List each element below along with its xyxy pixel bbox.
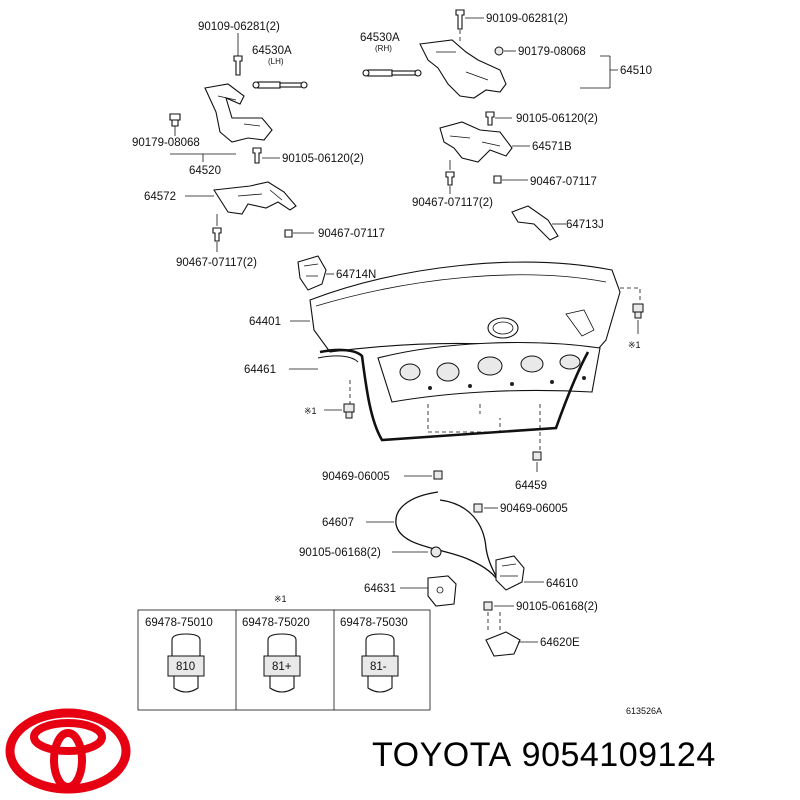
clip-icon <box>493 175 502 184</box>
label-lh: (LH) <box>268 57 284 66</box>
note-1-right: ※1 <box>628 340 641 350</box>
box-part-69478-75010: 69478-75010 <box>145 617 213 629</box>
label-90469-06005-right: 90469-06005 <box>500 503 568 515</box>
lock-assembly-64610 <box>495 555 525 591</box>
clip-icon <box>532 451 542 461</box>
plug-marking-2: 81+ <box>272 661 292 673</box>
trunk-lid-group: 64714N 64401 64461 <box>244 255 644 492</box>
label-64631: 64631 <box>364 583 396 595</box>
bracket-64631 <box>427 575 457 607</box>
gas-strut-lh <box>252 81 308 89</box>
plug-marking-1: 810 <box>176 661 195 673</box>
label-64713j: 64713J <box>566 219 604 231</box>
label-90179-08068-right: 90179-08068 <box>518 46 586 58</box>
box-part-69478-75030: 69478-75030 <box>340 617 408 629</box>
clip-icon <box>284 229 293 238</box>
label-90105-06168-left: 90105-06168(2) <box>299 547 381 559</box>
cushion-plug-2: 81+ <box>263 633 301 693</box>
label-64571b: 64571B <box>532 141 572 153</box>
cushion-icon <box>343 403 355 419</box>
hinge-arm-64520 <box>204 83 273 143</box>
emblem-icon <box>487 317 519 339</box>
brand-name: TOYOTA <box>372 736 512 774</box>
label-64620e: 64620E <box>540 637 580 649</box>
label-64459: 64459 <box>515 480 547 492</box>
label-64401: 64401 <box>249 316 281 328</box>
cushion-icon <box>632 303 644 319</box>
bolt-icon <box>445 171 455 186</box>
label-90469-06005-left: 90469-06005 <box>322 471 390 483</box>
garnish-64713j <box>511 205 559 241</box>
label-64520: 64520 <box>189 165 221 177</box>
label-64714n: 64714N <box>336 269 376 281</box>
label-90109-06281-right: 90109-06281(2) <box>486 13 568 25</box>
label-90179-08068-left: 90179-08068 <box>132 137 200 149</box>
label-64530a-rh: 64530A <box>360 32 400 44</box>
label-90109-06281-left: 90109-06281(2) <box>198 21 280 33</box>
left-hinge-group: 90109-06281(2) 64530A (LH) 90179-08068 6… <box>132 21 385 269</box>
cushion-variants-box: ※1 69478-75010 69478-75020 69478-75030 8… <box>137 594 431 711</box>
box-part-69478-75020: 69478-75020 <box>242 617 310 629</box>
label-64607: 64607 <box>322 517 354 529</box>
gas-strut-rh <box>362 69 422 77</box>
label-90105-06120-right: 90105-06120(2) <box>516 113 598 125</box>
striker-64620e <box>485 631 521 657</box>
pad-64714n <box>297 255 327 291</box>
right-hinge-group: 64530A (RH) 90109-06281(2) 90179-08068 6… <box>360 9 652 241</box>
label-64572: 64572 <box>144 191 176 203</box>
bolt-icon <box>483 601 493 611</box>
bolt-icon <box>212 227 222 242</box>
label-64610: 64610 <box>546 578 578 590</box>
plug-marking-3: 81- <box>370 661 387 673</box>
nut-icon <box>169 113 181 127</box>
nut-icon <box>494 46 504 56</box>
label-64461: 64461 <box>244 364 276 376</box>
lock-cable-group: 90469-06005 64607 90469-06005 90105-0616… <box>299 470 598 657</box>
label-64510: 64510 <box>620 65 652 77</box>
release-cable-64607 <box>395 491 501 585</box>
clip-icon <box>473 503 483 513</box>
inner-panel-holes <box>399 354 586 390</box>
label-64530a-lh: 64530A <box>252 45 292 57</box>
bolt-icon <box>430 546 442 558</box>
label-rh: (RH) <box>375 44 392 53</box>
label-90467-07117-right: 90467-07117 <box>530 176 597 188</box>
bolt-icon <box>233 55 243 76</box>
cushion-plug-3: 81- <box>361 633 399 693</box>
hinge-arm-64510 <box>419 39 507 99</box>
bolt-icon <box>455 9 465 30</box>
bolt-icon <box>252 147 262 164</box>
toyota-logo-icon <box>5 708 131 794</box>
bracket-64571b <box>439 121 513 163</box>
label-90467-07117-left: 90467-07117 <box>318 228 385 240</box>
cushion-plug-1: 810 <box>167 633 205 693</box>
bracket-64572 <box>213 181 297 215</box>
label-90105-06168-right: 90105-06168(2) <box>516 601 598 613</box>
bolt-icon <box>485 111 495 126</box>
weatherstrip-64461 <box>319 348 590 442</box>
trunk-lid-64401 <box>309 261 621 357</box>
label-90467-07117-2-right: 90467-07117(2) <box>412 197 493 209</box>
note-1-left: ※1 <box>304 406 317 416</box>
label-90467-07117-2-left: 90467-07117(2) <box>176 257 257 269</box>
label-90105-06120-left: 90105-06120(2) <box>282 153 364 165</box>
diagram-reference: 613526A <box>626 706 662 716</box>
clip-icon <box>433 470 443 480</box>
part-number: 9054109124 <box>521 736 716 774</box>
note-1-box: ※1 <box>274 594 287 604</box>
